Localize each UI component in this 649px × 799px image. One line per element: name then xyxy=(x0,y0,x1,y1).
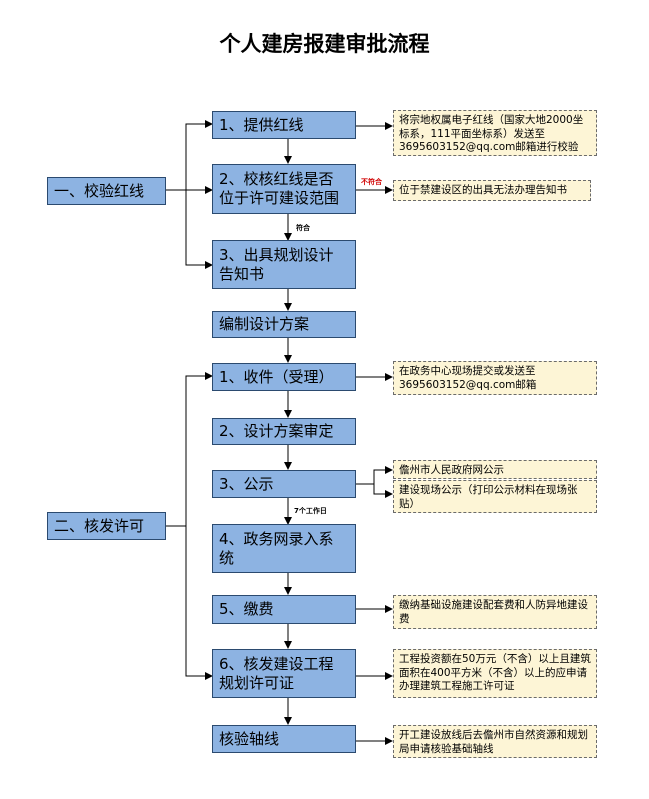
stage-verify-redline: 一、校验红线 xyxy=(47,177,166,205)
note-site-notice: 建设现场公示（打印公示材料在现场张贴） xyxy=(393,480,597,513)
note-arrow-5 xyxy=(373,484,393,498)
step-check-redline: 2、校核红线是否 位于许可建设范围 xyxy=(212,164,356,214)
step-provide-redline: 1、提供红线 xyxy=(212,111,356,139)
bracket-arrow-r1 xyxy=(166,372,213,527)
note-axis-verification: 开工建设放线后去儋州市自然资源和规划局申请核验基础轴线 xyxy=(393,725,597,758)
step-payment: 5、缴费 xyxy=(212,595,356,624)
tag-seven-workdays: 7个工作日 xyxy=(294,507,327,515)
note-restricted-zone: 位于禁建设区的出具无法办理告知书 xyxy=(393,180,591,201)
stage-issue-permit: 二、核发许可 xyxy=(47,512,166,540)
tag-compliant: 符合 xyxy=(296,224,310,232)
note-arrow-4 xyxy=(356,466,393,485)
note-submission-method: 在政务中心现场提交或发送至 3695603152@qq.com邮箱 xyxy=(393,361,597,395)
step-plan-review: 2、设计方案审定 xyxy=(212,418,356,445)
step-issue-notice: 3、出具规划设计 告知书 xyxy=(212,240,356,289)
note-gov-website: 儋州市人民政府网公示 xyxy=(393,460,597,479)
step-verify-axis: 核验轴线 xyxy=(212,725,356,753)
step-accept-documents: 1、收件（受理） xyxy=(212,363,356,391)
step-issue-planning-permit: 6、核发建设工程 规划许可证 xyxy=(212,649,356,698)
tag-not-compliant: 不符合 xyxy=(361,178,382,186)
step-system-entry: 4、政务网录入系 统 xyxy=(212,524,356,573)
note-fees: 缴纳基础设施建设配套费和人防异地建设费 xyxy=(393,595,597,629)
bracket-arrow-s1 xyxy=(166,120,213,191)
bracket-arrow-r6 xyxy=(185,526,213,680)
bracket-arrow-s3 xyxy=(185,190,213,269)
note-construction-permit: 工程投资额在50万元（不含）以上且建筑面积在400平方米（不含）以上的应申请办理… xyxy=(393,649,597,698)
step-design-plan: 编制设计方案 xyxy=(212,311,356,338)
step-public-notice: 3、公示 xyxy=(212,470,356,498)
page-title: 个人建房报建审批流程 xyxy=(219,32,430,56)
note-redline-submission: 将宗地权属电子红线（国家大地2000坐标系，111平面坐标系）发送至369560… xyxy=(393,110,597,156)
